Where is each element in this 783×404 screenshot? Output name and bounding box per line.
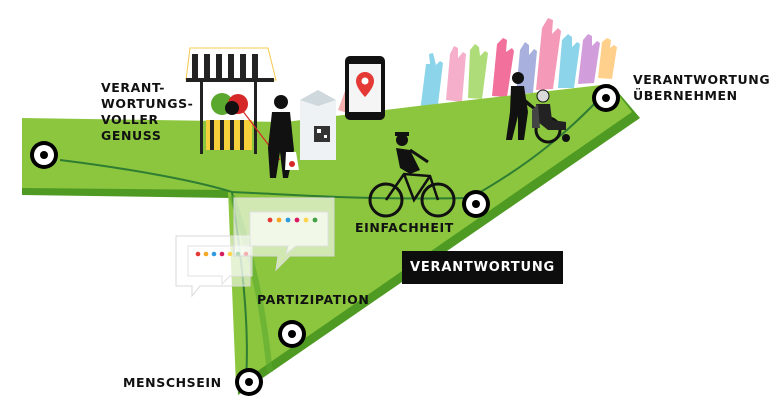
target-marker-icon bbox=[278, 320, 306, 348]
milk-carton-icon bbox=[300, 90, 336, 160]
target-marker-icon bbox=[30, 141, 58, 169]
pedestrian-icon bbox=[506, 72, 536, 140]
label-verantwortungsvoller-genuss: VERANT- WORTUNGS- VOLLER GENUSS bbox=[101, 80, 194, 143]
target-marker-icon bbox=[592, 84, 620, 112]
label-einfachheit: EINFACHHEIT bbox=[355, 220, 454, 235]
label-partizipation: PARTIZIPATION bbox=[257, 292, 370, 307]
location-pin-icon bbox=[356, 72, 374, 97]
target-marker-icon bbox=[462, 190, 490, 218]
verantwortung-badge: VERANTWORTUNG bbox=[402, 251, 563, 284]
smartphone-icon bbox=[338, 56, 385, 120]
raised-hands-icon bbox=[420, 18, 617, 113]
shopper-icon bbox=[241, 95, 299, 178]
label-menschsein: MENSCHSEIN bbox=[123, 375, 222, 390]
cyclist-icon bbox=[368, 132, 456, 218]
chat-bubble-icon bbox=[233, 197, 335, 272]
target-marker-icon bbox=[235, 368, 263, 396]
wheelchair-icon bbox=[532, 89, 570, 144]
label-verantwortung-uebernehmen: VERANTWORTUNG ÜBERNEHMEN bbox=[633, 72, 771, 103]
market-stall-icon bbox=[185, 47, 277, 154]
